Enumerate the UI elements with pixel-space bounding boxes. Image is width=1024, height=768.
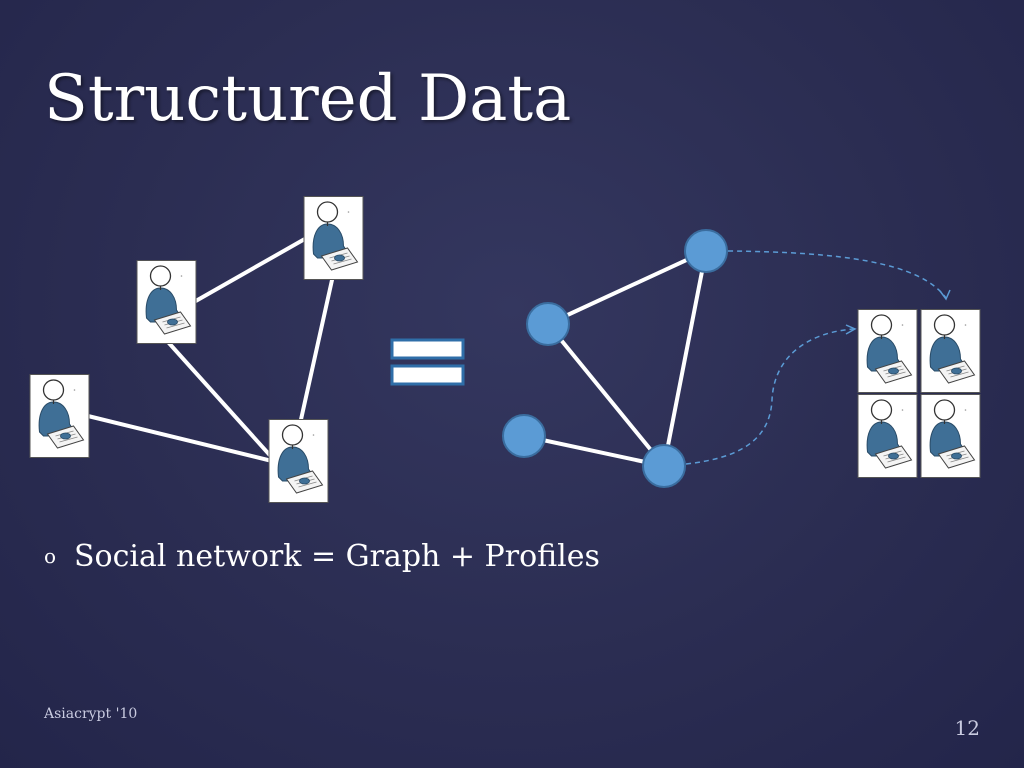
left-graph-edge bbox=[166, 340, 278, 464]
profiles-grid bbox=[857, 309, 981, 478]
left-graph-edge bbox=[298, 278, 334, 426]
graph-node-icon bbox=[684, 229, 728, 273]
page-number: 12 bbox=[954, 716, 980, 740]
dashed-arrow-icon bbox=[727, 250, 947, 299]
left-graph-edge bbox=[86, 414, 278, 464]
bullet-item: o Social network = Graph + Profiles bbox=[44, 536, 600, 576]
person-profile-icon bbox=[268, 419, 329, 503]
dashed-arrow-icon bbox=[685, 328, 855, 465]
person-profile-icon bbox=[920, 394, 981, 478]
right-graph-edge bbox=[546, 249, 708, 326]
slide-title: Structured Data bbox=[44, 62, 572, 136]
person-profile-icon bbox=[29, 374, 90, 458]
person-profile-icon bbox=[920, 309, 981, 393]
graph-node-icon bbox=[502, 414, 546, 458]
bullet-marker: o bbox=[44, 544, 57, 568]
right-graph-edge bbox=[522, 434, 666, 468]
equals-sign-icon bbox=[390, 338, 465, 386]
person-profile-icon bbox=[857, 394, 918, 478]
bullet-text: Social network = Graph + Profiles bbox=[74, 538, 600, 574]
person-profile-icon bbox=[857, 309, 918, 393]
right-graph-edge bbox=[662, 249, 708, 468]
right-graph-edge bbox=[546, 322, 666, 468]
person-profile-icon bbox=[303, 196, 364, 280]
graph-node-icon bbox=[526, 302, 570, 346]
left-graph-edge bbox=[192, 234, 312, 304]
person-profile-icon bbox=[136, 260, 197, 344]
footer-text: Asiacrypt '10 bbox=[44, 706, 138, 722]
graph-node-icon bbox=[642, 444, 686, 488]
